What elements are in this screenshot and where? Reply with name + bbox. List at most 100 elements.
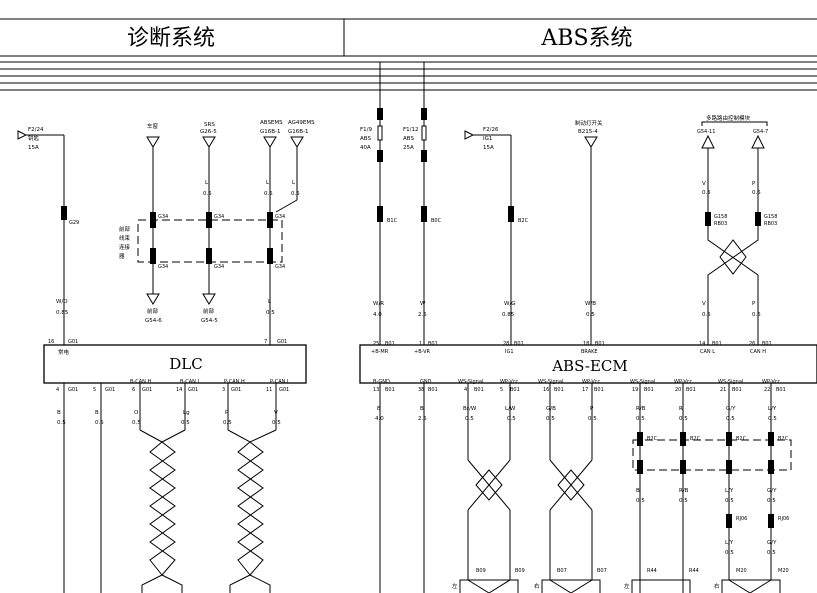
connector-code: G34 (275, 214, 285, 220)
pin-conn: B01 (474, 387, 484, 393)
side-label: 右 (534, 582, 540, 590)
wire-size: 0.5 (203, 191, 212, 197)
wire-color: W/G (504, 301, 516, 307)
wire-color: G/Y (767, 488, 777, 494)
wire-size: 0.5 (726, 416, 735, 422)
fuse-label: F2/26 (483, 127, 499, 133)
wire-color: V (702, 181, 706, 187)
wire-size: 0.5 (223, 420, 232, 426)
pin-label: P-CAN H (224, 379, 245, 385)
wire-size: 0.5 (767, 550, 776, 556)
fuse-label: ABS (403, 136, 414, 142)
connector-block (61, 206, 67, 220)
connector-code: B09 (515, 568, 525, 574)
pin-conn: B01 (554, 387, 564, 393)
up-arrow-icon (751, 134, 765, 149)
diagnostic-system-title: 诊断系统 (127, 26, 215, 51)
wire-size: 0.85 (56, 310, 69, 316)
pin-conn: B01 (428, 387, 438, 393)
fuse-rating: 25A (403, 145, 414, 151)
abs-top-pins: 25 B01 +B-MR 1 B01 +B-VR 28 B01 IG1 18 B… (371, 341, 772, 355)
pin-conn: B01 (428, 341, 438, 347)
pin-conn: B01 (510, 387, 520, 393)
wire-size: 0.5 (132, 420, 141, 426)
connector-code: B07 (597, 568, 607, 574)
pin-label: P-CAN L (270, 379, 290, 385)
ground-code: G54-6 (145, 318, 162, 324)
pin-conn: G01 (231, 387, 241, 393)
pin-number: 4 (464, 387, 467, 393)
connector-code: RB03 (714, 221, 727, 227)
multiplex-title: 多路路由控制模块 (706, 114, 751, 122)
side-label: 线束 (119, 234, 131, 242)
wire-size: 0.5 (266, 310, 275, 316)
pin-number: 16 (48, 339, 54, 345)
pin-number: 25 (373, 341, 379, 347)
ground-label: 前部 (203, 307, 215, 315)
wire-color: L (266, 180, 270, 186)
bus-code: G16B-1 (260, 129, 281, 135)
abs-ecm-module-label: ABS-ECM (551, 357, 628, 375)
pin-conn: G01 (68, 387, 78, 393)
connector-code: RB03 (764, 221, 777, 227)
dlc-bottom-wires (63, 383, 277, 593)
dlc-module-label: DLC (169, 355, 202, 373)
pin-number: 6 (132, 387, 135, 393)
wire-color: V (702, 301, 706, 307)
wire-color: W/R (373, 301, 384, 307)
wire-color: L (292, 180, 296, 186)
wire-color: Lg (183, 410, 190, 416)
power-arrow-icon (17, 130, 28, 140)
pin-label: WP-Vcc (500, 379, 519, 385)
wire-color: B (95, 410, 99, 416)
pin-conn: G01 (142, 387, 152, 393)
bus-label: AG49EMS (288, 120, 315, 126)
wire-color: L (268, 299, 272, 305)
pin-conn: B01 (514, 341, 524, 347)
pin-number: 26 (749, 341, 755, 347)
dlc-section: F2/24 钥匙 15A G29 W/O 0.85 车窗 SRS G26-5 A… (17, 120, 315, 593)
abs-fuses: F1/9 ABS 40A F1/12 ABS 25A B1C B0C W/R 4… (360, 108, 442, 318)
connector-code: G29 (69, 220, 79, 226)
pin-number: 18 (583, 341, 589, 347)
pin-number: 14 (699, 341, 705, 347)
wire-size: 0.5 (679, 498, 688, 504)
pin-label: +B-VR (414, 349, 431, 355)
side-label: 器 (119, 253, 125, 260)
connector-code: B2C (518, 218, 529, 224)
dlc-bottom-pin-labels: 4 G01 B 0.5 5 G01 B 0.5 B-CAN H 6 G01 O … (56, 379, 290, 426)
power-arrow-icon (464, 130, 475, 140)
connector-code: M20 (778, 568, 789, 574)
pin-number: 14 (176, 387, 182, 393)
bus-code: G26-5 (200, 129, 217, 135)
wire-size: 2.5 (418, 312, 427, 318)
wire-color: Br/W (463, 406, 477, 412)
side-label: 右 (714, 582, 720, 590)
pin-conn: B01 (776, 387, 786, 393)
header: 诊断系统 ABS系统 (0, 18, 817, 91)
side-label: 连接 (119, 243, 131, 251)
brake-switch-label: 制动灯开关 (575, 119, 603, 127)
connector-code: RJ06 (778, 516, 789, 522)
fuse-label-2: 钥匙 (28, 134, 40, 142)
wire-color: R (679, 406, 683, 412)
pin-label: B-CAN H (130, 379, 151, 385)
pin-label: WS-Signal (458, 379, 483, 385)
side-label: 左 (452, 582, 458, 590)
connector-code: B1C (387, 218, 398, 224)
multiplex-code: G54-11 (697, 129, 715, 135)
wire-color: R/B (636, 406, 646, 412)
wire-color: O (134, 410, 139, 416)
pin-number: 1 (419, 341, 422, 347)
connector-code: B2C (690, 436, 701, 442)
pin-number: 7 (264, 339, 267, 345)
connector-code: B09 (476, 568, 486, 574)
ground-label: 前部 (147, 307, 159, 315)
fuse-rating: 15A (483, 145, 494, 151)
wire-color: P (752, 301, 756, 307)
connector-code: B2C (778, 436, 789, 442)
wire-color: B (636, 488, 640, 494)
wire-size: 0.5 (752, 190, 761, 196)
pin-label: WP-Vcc (582, 379, 601, 385)
wire-size: 0.5 (95, 420, 104, 426)
